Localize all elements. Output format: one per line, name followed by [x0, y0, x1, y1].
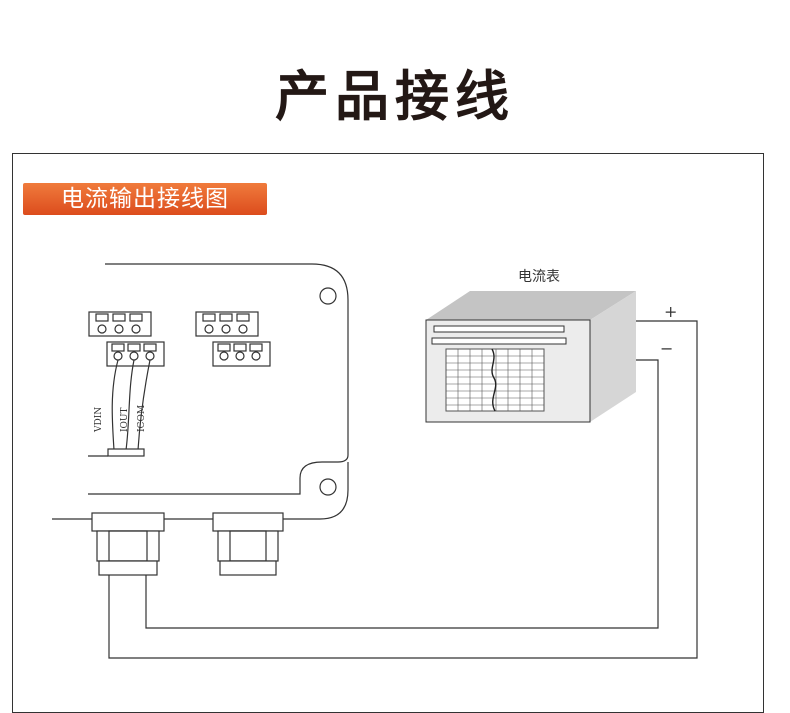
mount-hole-bottom	[319, 478, 337, 496]
cable-grommet	[107, 448, 145, 457]
terminal-block-left-lower	[106, 341, 165, 367]
terminal-block-right-lower	[212, 341, 271, 367]
ammeter	[425, 291, 636, 423]
terminal-block-right-upper	[195, 311, 259, 337]
cable-gland-left	[91, 512, 165, 576]
wire-loop-inner	[145, 359, 659, 629]
ammeter-slot-top	[433, 325, 565, 333]
terminal-block-left-upper	[88, 311, 152, 337]
cable-gland-right	[212, 512, 284, 576]
section-badge: 电流输出接线图	[23, 183, 267, 215]
plus-label: +	[664, 302, 677, 321]
terminal-label-iout: IOUT	[120, 407, 130, 432]
mount-hole-top	[319, 287, 337, 305]
wire-vdin	[111, 359, 119, 451]
ammeter-side-face	[590, 291, 636, 422]
enclosure-lower	[52, 462, 349, 520]
ammeter-trace	[491, 348, 497, 412]
terminal-label-vdin: VDIN	[94, 407, 104, 433]
wiring-diagram: 电流表 + − VDIN IOUT ICOM	[52, 263, 698, 659]
ammeter-top-face	[426, 291, 636, 320]
minus-label: −	[660, 339, 673, 358]
terminal-label-icom: ICOM	[137, 405, 147, 432]
wire-iout	[125, 359, 135, 451]
wire-icom	[137, 359, 151, 451]
page-title: 产品接线	[275, 65, 515, 128]
ammeter-slot-bottom	[431, 337, 567, 345]
ammeter-label: 电流表	[518, 269, 560, 285]
wire-loop-outer	[108, 320, 698, 659]
enclosure-outline	[88, 263, 349, 495]
